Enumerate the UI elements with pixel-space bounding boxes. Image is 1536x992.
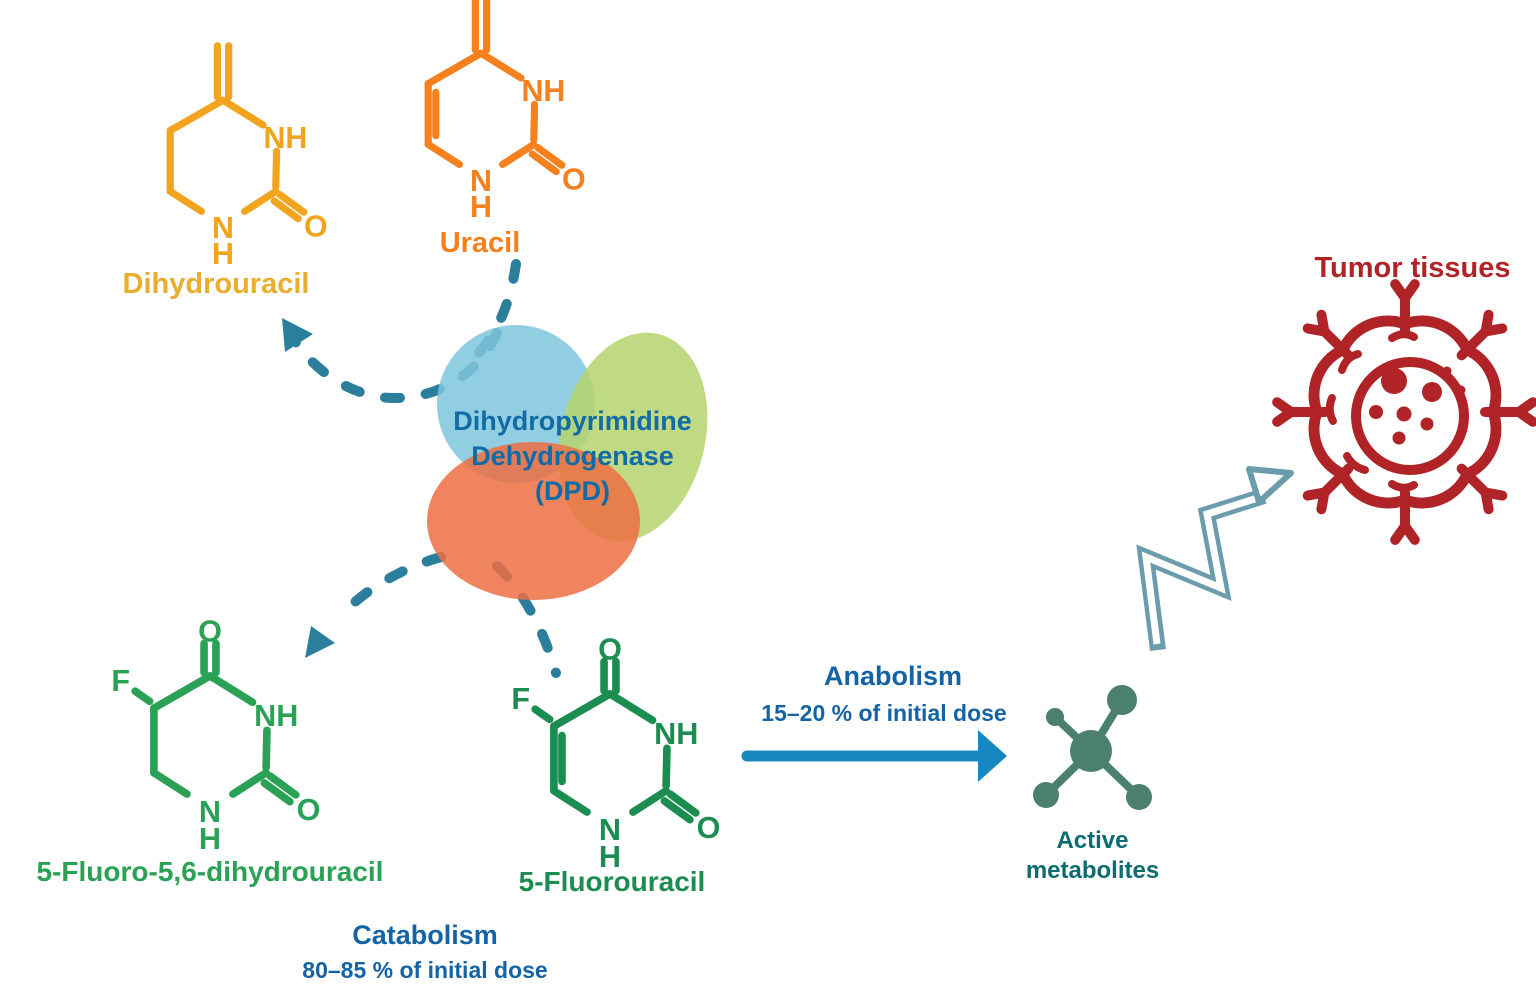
dihydrouracil-label: Dihydrouracil [122, 268, 310, 300]
active-metabolites-label: Active metabolites [1000, 826, 1185, 886]
dpd-enzyme-line2: Dehydrogenase [471, 441, 674, 471]
atom-label-h: H [212, 237, 234, 271]
atom-label-nh: NH [263, 121, 307, 155]
active-metabolites-line1: Active [1056, 827, 1129, 854]
atom-label-o: O [297, 793, 321, 827]
atom-label-f: F [111, 664, 130, 698]
atom-label-nh: NH [254, 699, 298, 733]
uracil-label: Uracil [439, 227, 521, 259]
atom-label-h: H [470, 190, 492, 224]
dpd-enzyme-line1: Dihydropyrimidine [453, 406, 692, 436]
uracil-structure-icon: NH N H O [424, 0, 586, 224]
anabolism-arrow-icon [741, 730, 1007, 782]
tumor-tissues-label: Tumor tissues [1314, 252, 1511, 284]
atom-label-o: O [598, 633, 622, 667]
atom-label-n: N [212, 211, 234, 245]
atom-label-o: O [697, 811, 721, 845]
catabolism-title: Catabolism [352, 920, 498, 950]
atom-label-h: H [199, 822, 221, 856]
active-metabolites-line2: metabolites [1025, 857, 1160, 884]
atom-label-n: N [470, 164, 492, 198]
dpd-to-dihydrouracil-arrowhead-icon [282, 318, 313, 352]
dpd-enzyme-line3: (DPD) [535, 476, 610, 506]
atom-label-nh: NH [521, 74, 565, 108]
dpd-to-fdhu-dashed-line [336, 552, 446, 620]
anabolism-dose: 15–20 % of initial dose [761, 700, 1007, 726]
fluorouracil-structure-icon: O F NH N H O [511, 633, 720, 874]
fluorouracil-label: 5-Fluorouracil [518, 866, 706, 897]
atom-label-h: H [599, 840, 621, 874]
atom-label-o: O [198, 615, 222, 649]
anabolism-title: Anabolism [823, 661, 963, 691]
tumor-cell-icon [1272, 279, 1536, 545]
dihydrouracil-structure-icon: NH N H O [166, 42, 328, 271]
fluorodihydrouracil-label: 5-Fluoro-5,6-dihydrouracil [36, 856, 384, 887]
atom-label-n: N [599, 813, 621, 847]
atom-label-n: N [199, 795, 221, 829]
fluorodihydrouracil-structure-icon: O F NH N H O [111, 615, 320, 856]
dpd-to-fdhu-arrowhead-icon [305, 626, 335, 658]
atom-label-f: F [511, 682, 530, 716]
atom-label-o: O [562, 163, 586, 197]
dpd-enzyme-label: Dihydropyrimidine Dehydrogenase (DPD) [420, 404, 725, 509]
active-metabolites-icon [1033, 685, 1152, 810]
zigzag-arrow-icon [1136, 466, 1294, 652]
dpd-venn-orange-ellipse [427, 442, 640, 600]
atom-label-o: O [304, 210, 328, 244]
catabolism-dose: 80–85 % of initial dose [302, 957, 548, 983]
atom-label-nh: NH [654, 717, 698, 751]
